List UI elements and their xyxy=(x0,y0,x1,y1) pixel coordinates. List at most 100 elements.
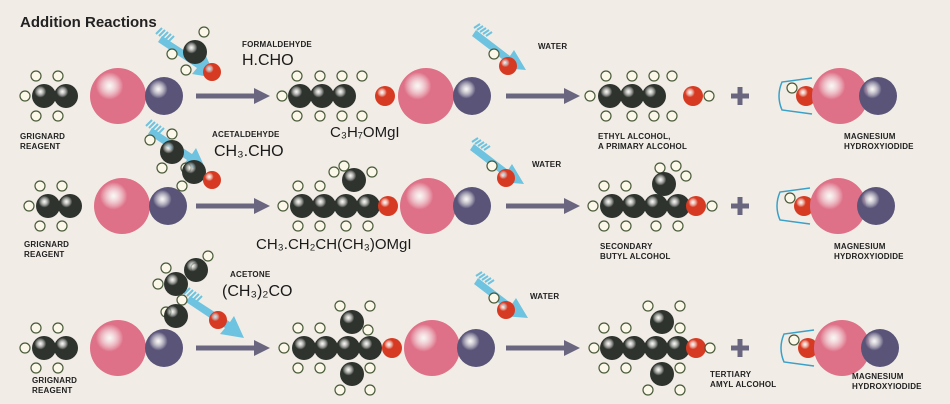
reaction-arrow-shaft xyxy=(506,93,568,99)
hydrogen-atom xyxy=(166,48,178,60)
diagram-title: Addition Reactions xyxy=(20,14,157,31)
hydrogen-atom xyxy=(56,180,68,192)
carbon-atom xyxy=(622,336,646,360)
carbon-atom xyxy=(292,336,316,360)
reaction-arrow-head xyxy=(564,340,580,356)
carbonyl-arrow-feather xyxy=(186,289,194,297)
carbon-atom xyxy=(54,84,78,108)
carbon-atom xyxy=(340,310,364,334)
hydrogen-atom xyxy=(648,110,660,122)
ethyl-alcohol-label: ETHYL ALCOHOL,A PRIMARY ALCOHOL xyxy=(598,132,688,151)
iodine-atom xyxy=(149,187,187,225)
hydrogen-atom xyxy=(356,110,368,122)
hydrogen-atom xyxy=(356,70,368,82)
carbon-atom xyxy=(310,84,334,108)
hydrogen-atom xyxy=(706,200,718,212)
hydrogen-atom xyxy=(674,300,686,312)
carbon-atom xyxy=(620,84,644,108)
carbon-atom xyxy=(622,194,646,218)
carbon-atom xyxy=(184,258,208,282)
acetone-label: ACETONE xyxy=(230,270,271,279)
carbon-atom xyxy=(32,84,56,108)
hydrogen-atom xyxy=(674,362,686,374)
water-arrow-feather xyxy=(483,145,491,151)
hydrogen-atom xyxy=(488,48,500,60)
plus-sign xyxy=(737,87,743,105)
hydrogen-atom xyxy=(600,70,612,82)
hydrogen-atom xyxy=(336,110,348,122)
hydrogen-atom xyxy=(314,70,326,82)
carbon-atom xyxy=(600,336,624,360)
hydrogen-atom xyxy=(364,384,376,396)
hydrogen-atom xyxy=(670,160,682,172)
carbon-atom xyxy=(182,160,206,184)
carbon-atom xyxy=(164,304,188,328)
water-arrow-feather xyxy=(474,139,482,145)
hydrogen-atom xyxy=(642,300,654,312)
carbonyl-arrow-feather xyxy=(164,33,172,41)
hydrogen-atom xyxy=(52,362,64,374)
hydrogen-atom xyxy=(654,162,666,174)
hydrogen-atom xyxy=(52,322,64,334)
hydrogen-atom xyxy=(180,64,192,76)
hydrogen-atom xyxy=(620,322,632,334)
carbonyl-arrow-feather xyxy=(192,293,200,301)
hydrogen-atom xyxy=(620,362,632,374)
hydrogen-atom xyxy=(587,200,599,212)
magnesium-atom xyxy=(814,320,870,376)
carbon-atom xyxy=(334,194,358,218)
carbon-atom xyxy=(340,362,364,386)
plus-sign xyxy=(737,197,743,215)
hydrogen-atom xyxy=(648,70,660,82)
hydrogen-atom xyxy=(34,180,46,192)
hydrogen-atom xyxy=(52,110,64,122)
hydrogen-atom xyxy=(328,166,340,178)
carbon-atom xyxy=(32,336,56,360)
oxygen-atom xyxy=(794,196,814,216)
hydrogen-atom xyxy=(19,342,31,354)
carbon-atom xyxy=(650,362,674,386)
hydrogen-atom xyxy=(488,292,500,304)
hydrogen-atom xyxy=(56,220,68,232)
carbon-atom xyxy=(314,336,338,360)
formaldehyde-label: FORMALDEHYDE xyxy=(242,40,312,49)
reaction-arrow-head xyxy=(564,88,580,104)
carbon-atom xyxy=(650,310,674,334)
iodine-atom xyxy=(453,187,491,225)
hydrogen-atom xyxy=(340,220,352,232)
water-arrow-feather xyxy=(485,31,493,37)
water-arrow-feather xyxy=(478,273,486,279)
magnesium-atom xyxy=(90,320,146,376)
carbonyl-arrow-feather xyxy=(157,127,165,135)
reaction-arrow-head xyxy=(254,198,270,214)
oxygen-atom xyxy=(497,169,515,187)
hydrogen-atom xyxy=(278,342,290,354)
hydrogen-atom xyxy=(672,220,684,232)
hydrogen-atom xyxy=(362,220,374,232)
oxygen-atom xyxy=(683,86,703,106)
magnesium-atom xyxy=(404,320,460,376)
carbon-atom xyxy=(358,336,382,360)
iodine-atom xyxy=(859,77,897,115)
hydrogen-atom xyxy=(30,70,42,82)
carbon-atom xyxy=(183,40,207,64)
hydrogen-atom xyxy=(30,110,42,122)
reaction-arrow-shaft xyxy=(196,93,258,99)
water-arrow-feather xyxy=(471,137,479,143)
reaction-arrow-head xyxy=(564,198,580,214)
water-arrow-feather xyxy=(475,271,483,277)
hydrogen-atom xyxy=(292,362,304,374)
oxygen-atom xyxy=(382,338,402,358)
formaldehyde-formula: H.CHO xyxy=(242,52,294,69)
hydrogen-atom xyxy=(276,90,288,102)
carbon-atom xyxy=(164,272,188,296)
iodine-atom xyxy=(145,329,183,367)
carbon-atom xyxy=(332,84,356,108)
acetaldehyde-label: ACETALDEHYDE xyxy=(212,130,280,139)
hydrogen-atom xyxy=(166,128,178,140)
oxygen-atom xyxy=(209,311,227,329)
